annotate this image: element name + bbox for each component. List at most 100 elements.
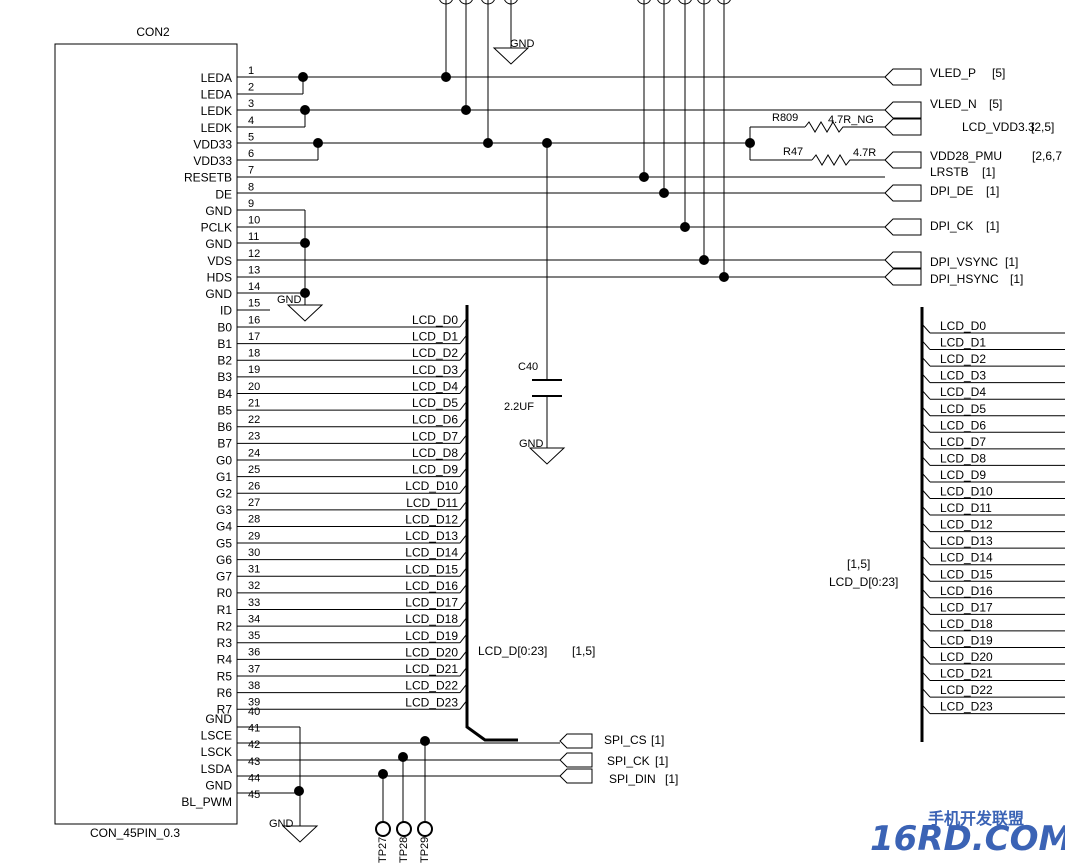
lcd-net-label: LCD_D23 [940,700,993,714]
lcd-bus-entry [921,505,931,516]
pin-label: G1 [216,470,232,484]
pin-label: B4 [217,387,232,401]
port-shape [884,184,922,202]
lcd-net-label: LCD_D17 [940,600,993,614]
pin-number: 41 [248,723,260,735]
lcd-net-label: LCD_D20 [940,650,993,664]
port-ref: [1] [986,184,999,198]
lcd-net-label: LCD_D21 [940,667,993,681]
gnd-label-mid: GND [277,294,302,306]
pin-label: R1 [217,603,233,617]
spi-port-ref: [1] [665,772,678,786]
lcd-bus-entry [921,356,931,367]
bus-left-ref: [1,5] [572,644,595,658]
lcd-net-label: LCD_D2 [940,352,986,366]
pin-number: 9 [248,198,254,210]
pin-label: B0 [217,320,232,334]
pin-label: VDD33 [193,154,232,168]
c40-value: 2.2UF [504,401,534,413]
lcd-net-label: LCD_D13 [405,529,458,543]
lcd-bus-entry [921,422,931,433]
pin-number: 36 [248,647,260,659]
lcd-bus-entry [921,704,931,714]
spi-port-shape [559,768,593,784]
port-name: VLED_N [930,97,977,111]
port-name: LRSTB [930,165,969,179]
lcd-bus-entry [921,671,931,681]
lcd-net-label: LCD_D7 [940,435,986,449]
spi-port-name: SPI_CK [607,754,650,768]
spi-port-ref: [1] [655,754,668,768]
pin-number: 39 [248,697,260,709]
pin-label: GND [205,204,232,218]
port-name: DPI_CK [930,219,973,233]
pin-number: 34 [248,613,260,625]
pin-label: G7 [216,570,232,584]
lcd-bus-entry [921,522,931,532]
lcd-net-label: LCD_D7 [412,429,458,443]
pin-label: PCLK [201,221,232,235]
port-name: VLED_P [930,66,976,80]
pin-label: B5 [217,403,232,417]
lcd-net-label: LCD_D18 [940,617,993,631]
pin-number: 45 [248,789,260,801]
pin-label: VDS [207,254,232,268]
port-shape [884,268,922,286]
lcd-net-label: LCD_D19 [405,629,458,643]
lcd-bus-entry [921,555,931,566]
pin-number: 23 [248,431,260,443]
lcd-net-label: LCD_D4 [412,379,458,393]
pin-number: 17 [248,331,260,343]
lcd-net-label: LCD_D22 [405,679,458,693]
pin-label: HDS [207,270,232,284]
port-name: DPI_HSYNC [930,272,999,286]
tp28-label: TP28 [398,837,410,863]
pin-number: 25 [248,464,260,476]
pin-number: 8 [248,181,254,193]
lcd-bus-entry [921,489,931,499]
pin-label: G4 [216,520,232,534]
pin-number: 27 [248,497,260,509]
pin-number: 42 [248,739,260,751]
pin-number: 1 [248,65,254,77]
pin-number: 10 [248,215,260,227]
pin-label: ID [220,304,232,318]
power-and-control-wiring: GND GND R809 4.7R_NG R47 4.7R C40 2.2UF … [237,0,885,465]
pin-number: 13 [248,264,260,276]
lcd-net-label: LCD_D3 [940,369,986,383]
spi-wiring: GND TP27 TP28 TP29 [237,726,560,863]
lcd-net-label: LCD_D3 [412,363,458,377]
lcd-net-label: LCD_D14 [405,546,458,560]
net-ports: VLED_P[5]VLED_N[5]LCD_VDD3.3[2,5]VDD28_P… [884,66,1062,286]
pin-number: 14 [248,281,260,293]
port-name: VDD28_PMU [930,149,1002,163]
lcd-data-lines-left: LCD_D0LCD_D1LCD_D2LCD_D3LCD_D4LCD_D5LCD_… [237,313,468,710]
lcd-net-label: LCD_D5 [940,402,986,416]
pin-label: R4 [217,653,233,667]
port-ref: [2,5] [1031,120,1054,134]
pin-number: 29 [248,530,260,542]
port-shape [884,101,922,119]
lcd-net-label: LCD_D9 [940,468,986,482]
pin-label: B6 [217,420,232,434]
lcd-net-label: LCD_D20 [405,645,458,659]
lcd-net-label: LCD_D8 [412,446,458,460]
watermark: 16RD.COM 手机开发联盟 [870,809,1065,859]
port-ref: [1] [982,165,995,179]
spi-port-shape [559,733,593,749]
pin-number: 24 [248,447,260,459]
pin-number: 12 [248,248,260,260]
lcd-net-label: LCD_D11 [406,496,458,510]
pin-label: G3 [216,503,232,517]
r809-ref: R809 [772,112,798,124]
pin-label: LEDK [201,121,232,135]
port-ref: [1] [986,219,999,233]
c40-ref: C40 [518,361,538,373]
lcd-bus-entry [921,389,931,400]
pin-number: 4 [248,115,254,127]
pin-number: 19 [248,364,260,376]
port-shape [884,68,922,86]
pin-number: 7 [248,165,254,177]
